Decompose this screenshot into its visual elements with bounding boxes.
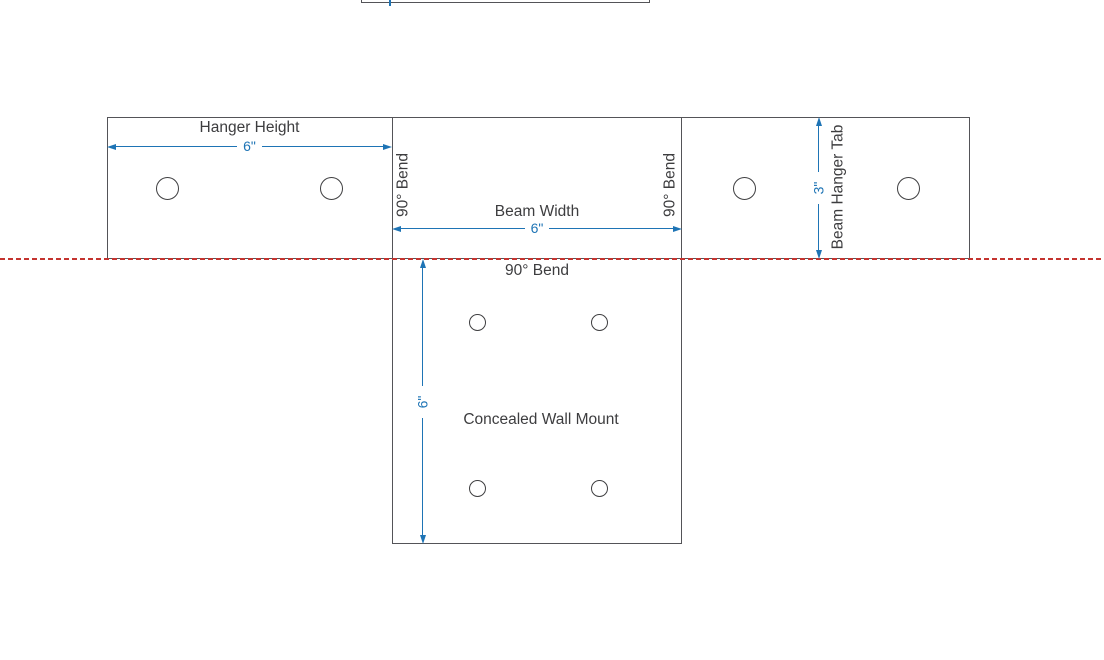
arrowhead-left-icon xyxy=(107,143,116,150)
arrowhead-down-icon xyxy=(815,250,822,259)
dimension-line xyxy=(422,417,423,535)
arrowhead-up-icon xyxy=(419,259,426,268)
bend-label-left[interactable]: 90° Bend xyxy=(394,153,412,217)
bolt-hole[interactable] xyxy=(733,177,756,200)
arrowhead-up-icon xyxy=(815,117,822,126)
bolt-hole[interactable] xyxy=(897,177,920,200)
hanger-height-dimension[interactable]: 6" xyxy=(107,137,393,154)
dimension-value: 3" xyxy=(810,181,827,195)
arrowhead-down-icon xyxy=(419,535,426,544)
dimension-line xyxy=(818,204,819,250)
bend-line-left[interactable] xyxy=(392,118,393,259)
dimension-line xyxy=(818,126,819,172)
bolt-hole[interactable] xyxy=(156,177,179,200)
arrowhead-right-icon xyxy=(383,143,393,150)
dimension-value: 6" xyxy=(530,219,544,236)
beam-hanger-tab-label[interactable]: Beam Hanger Tab xyxy=(829,124,847,250)
bend-label-bottom[interactable]: 90° Bend xyxy=(505,262,569,279)
arrowhead-left-icon xyxy=(392,225,401,232)
mount-depth-dimension[interactable]: 6" xyxy=(414,259,431,544)
arrowhead-right-icon xyxy=(673,225,683,232)
dimension-line xyxy=(261,146,384,147)
dimension-line xyxy=(401,228,525,229)
wall-mount-panel-outline[interactable] xyxy=(392,258,682,544)
tab-height-dimension[interactable]: 3" xyxy=(810,117,827,259)
bend-label-right[interactable]: 90° Bend xyxy=(661,153,679,217)
truncated-top-view-outline[interactable] xyxy=(361,0,650,3)
fold-centerline[interactable] xyxy=(0,258,1104,260)
beam-width-label[interactable]: Beam Width xyxy=(494,203,580,220)
part-name-label[interactable]: Concealed Wall Mount xyxy=(463,411,619,428)
dimension-line xyxy=(422,268,423,386)
dimension-line xyxy=(116,146,238,147)
bolt-hole[interactable] xyxy=(591,480,608,497)
bend-line-right[interactable] xyxy=(681,118,682,259)
dimension-value: 6" xyxy=(414,395,431,408)
beam-width-dimension[interactable]: 6" xyxy=(392,219,683,236)
dimension-value: 6" xyxy=(243,137,256,154)
dimension-line xyxy=(549,228,674,229)
bolt-hole[interactable] xyxy=(469,480,486,497)
bolt-hole[interactable] xyxy=(320,177,343,200)
truncated-dimension-line xyxy=(389,0,391,6)
hanger-height-label[interactable]: Hanger Height xyxy=(199,119,300,136)
bolt-hole[interactable] xyxy=(591,314,608,331)
bolt-hole[interactable] xyxy=(469,314,486,331)
